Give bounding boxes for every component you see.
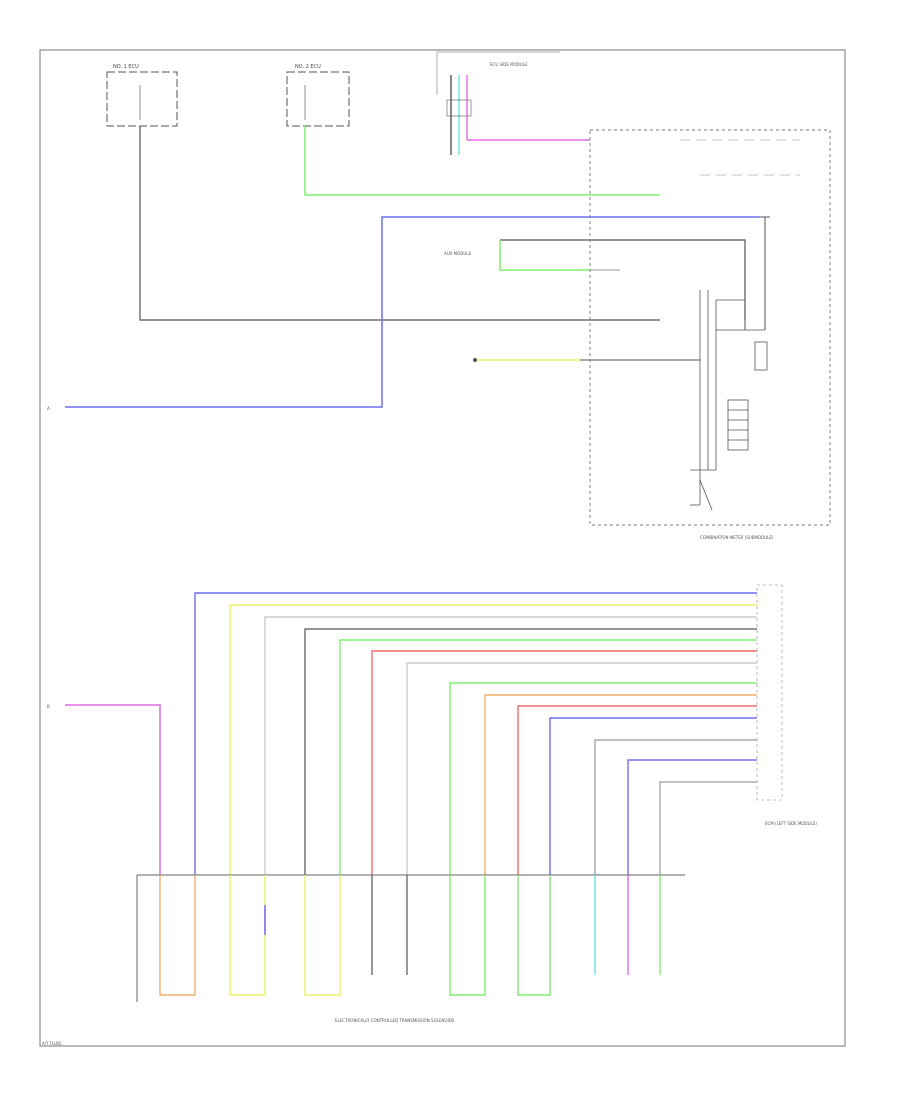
fuse-box-1 [106, 71, 178, 127]
ecm-label: ECM (LEFT SIDE MODULE) [765, 821, 817, 826]
side-module-label: ECU SIDE MODULE [490, 62, 528, 67]
diagram-frame [39, 49, 846, 1047]
side-connector [446, 99, 472, 117]
combination-meter-box [589, 129, 831, 526]
wire-bus-light [406, 662, 757, 875]
wire-bus-yellow [229, 604, 757, 875]
meter-transistor [727, 399, 749, 451]
wire-bus-green-2 [449, 682, 757, 875]
solenoid-green-2 [517, 875, 551, 996]
wire-dark-fuse1 [139, 126, 660, 321]
wire-bus-dark [304, 628, 757, 875]
combination-meter-label: COMBINATION METER (SUBMODULE) [700, 535, 774, 540]
fuse-1-text-block [183, 82, 213, 102]
wire-bus-gray [264, 616, 757, 875]
wire-bus-gray-3 [659, 781, 757, 875]
wire-bus-blue-2 [549, 717, 757, 875]
wire-bus-gray-2 [594, 739, 757, 875]
solenoid-yellow-1 [229, 875, 266, 996]
ecm-connector [756, 584, 783, 801]
sensor-node [473, 358, 477, 362]
wire-bus-red-2 [517, 705, 757, 875]
wire-bus-blue-1 [194, 592, 757, 875]
wire-green-aux [499, 240, 590, 271]
wire-magenta-left [65, 704, 161, 875]
left-a-label: A [47, 406, 50, 411]
fuse-box-2 [286, 71, 350, 127]
wire-bus-orange [484, 694, 757, 875]
aux-module-label: AUX MODULE [444, 251, 472, 256]
meter-ic [754, 341, 768, 371]
bottom-left-label: A/T FLUID [42, 1041, 61, 1046]
transmission-label: ELECTRONICALLY CONTROLLED TRANSMISSION S… [335, 1018, 455, 1023]
wire-blue-left [65, 216, 760, 408]
wire-bus-red-1 [371, 650, 757, 875]
left-b-label: B [47, 704, 50, 709]
solenoid-orange [159, 875, 196, 996]
fuse-box-2-label: NO. 2 ECU [295, 64, 321, 70]
solenoid-green-1 [449, 875, 486, 996]
fuse-box-1-label: NO. 1 ECU [113, 64, 139, 70]
solenoid-yellow-2 [304, 875, 341, 996]
wire-bus-green-1 [339, 639, 757, 875]
wire-bus-blue-3 [627, 759, 757, 875]
meter-diode [699, 479, 713, 511]
wire-green-fuse2 [304, 126, 660, 196]
